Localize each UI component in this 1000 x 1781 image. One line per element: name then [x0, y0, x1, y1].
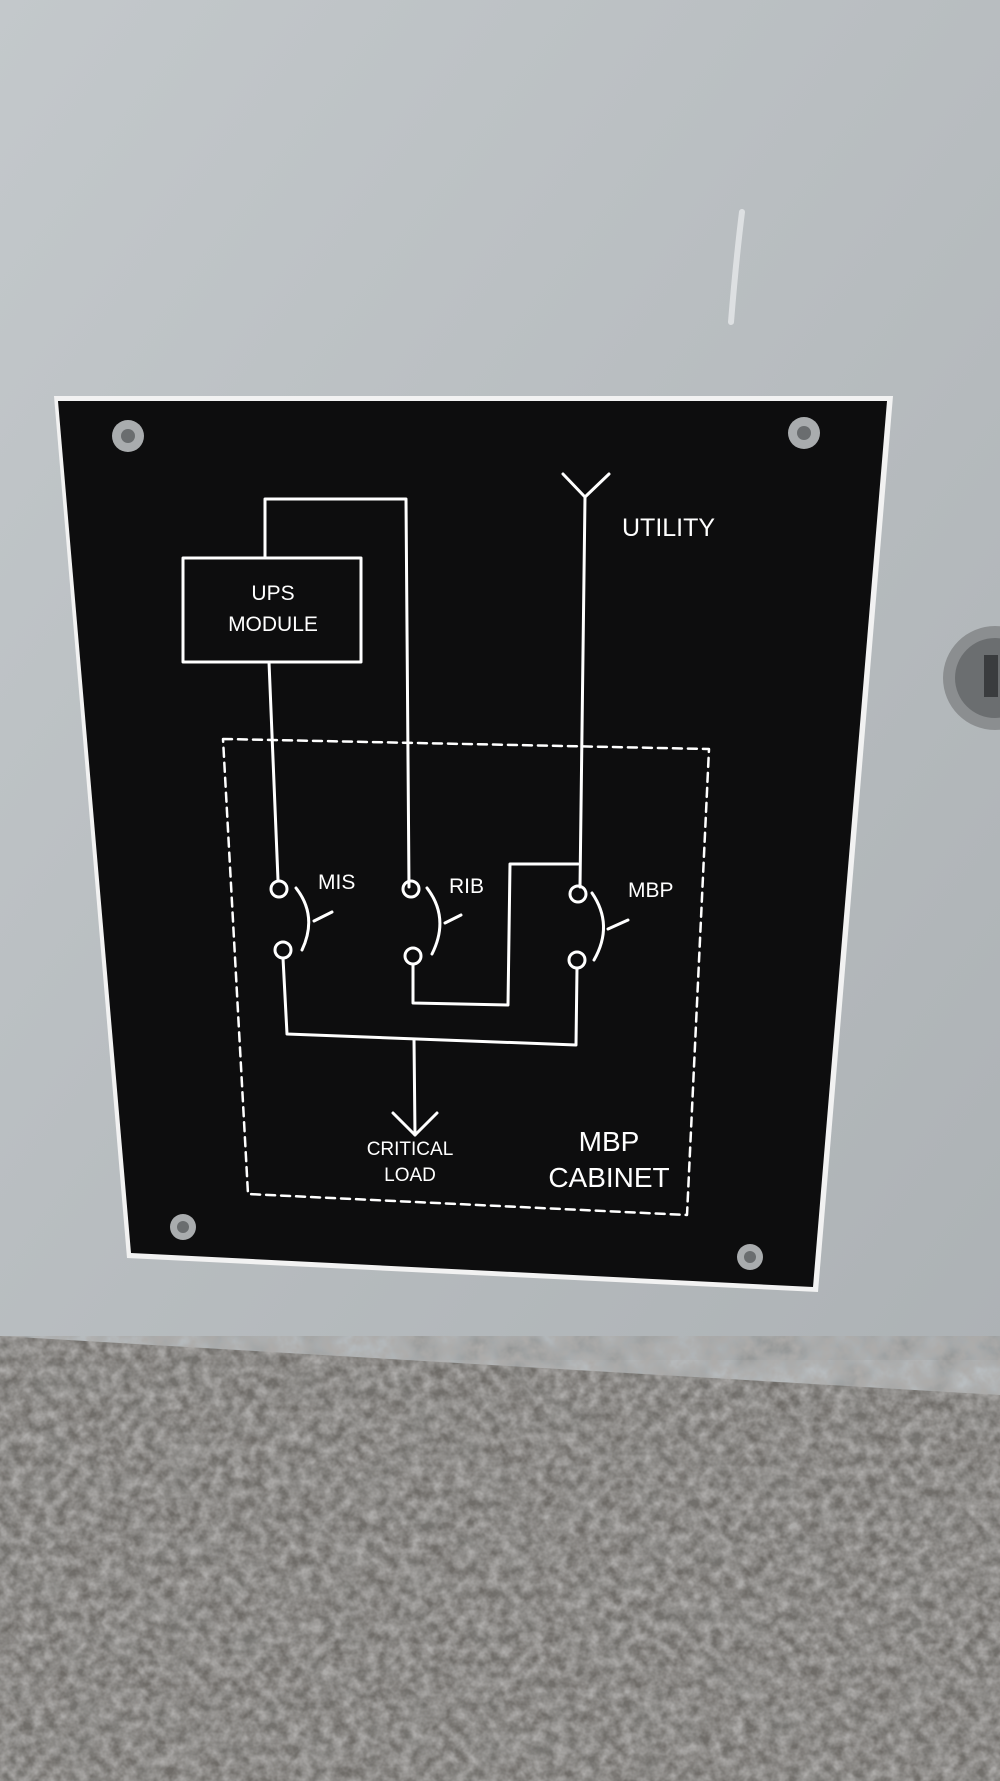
ups-module-label: UPS MODULE — [218, 583, 328, 635]
critical-load-label-line2: LOAD — [384, 1165, 436, 1186]
screw-top-right — [788, 417, 820, 449]
ups-module-box — [181, 556, 363, 664]
ups-module-label-line2: MODULE — [228, 613, 318, 636]
output-bus — [281, 956, 579, 1047]
critical-load-label-line1: CRITICAL — [366, 1139, 454, 1160]
screw-bottom-right — [737, 1244, 763, 1270]
critical-load-label: CRITICAL LOAD — [354, 1140, 466, 1185]
screw-bottom-left — [170, 1214, 196, 1240]
screw-top-left — [112, 420, 144, 452]
ups-module-label-line1: UPS — [251, 582, 295, 605]
mbp-cabinet-outline — [221, 737, 711, 1217]
mbp-label: MBP — [628, 879, 674, 902]
critical-load-arrow — [391, 1111, 439, 1137]
rib-return-line — [411, 862, 580, 1007]
ups-bypass-feed — [263, 497, 411, 889]
ups-output-line — [267, 660, 280, 882]
gravel-ground — [0, 1336, 1000, 1781]
mis-switch — [269, 879, 334, 960]
utility-label: UTILITY — [622, 514, 716, 542]
one-line-schematic — [181, 472, 711, 1217]
mbp-cabinet-label-line1: MBP — [578, 1126, 640, 1157]
utility-line — [578, 495, 587, 889]
rib-label: RIB — [449, 875, 485, 898]
critical-load-line — [412, 1037, 417, 1137]
mis-label: MIS — [318, 871, 356, 894]
mbp-switch — [567, 884, 630, 970]
rib-switch — [401, 879, 463, 966]
mbp-cabinet-label: MBP CABINET — [520, 1128, 698, 1192]
placard — [58, 401, 887, 1287]
mbp-cabinet-label-line2: CABINET — [548, 1162, 670, 1193]
scuff-mark — [728, 209, 745, 325]
cabinet-lock — [943, 626, 1000, 730]
